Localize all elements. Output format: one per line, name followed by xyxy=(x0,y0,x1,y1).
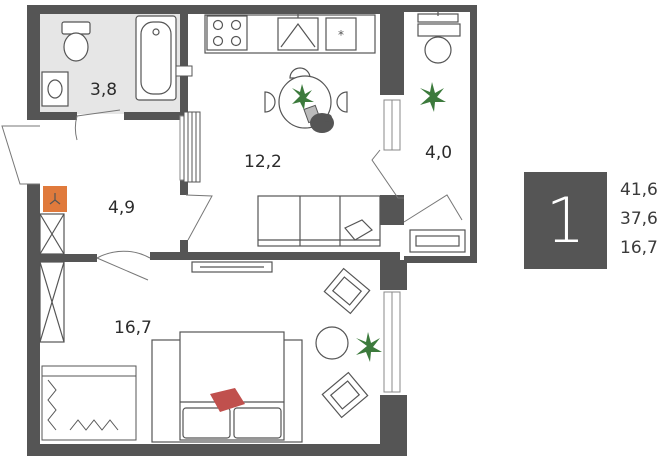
sofa-icon xyxy=(257,195,381,247)
tv-stand xyxy=(191,261,273,273)
radiator-icon xyxy=(183,111,201,183)
total-area: 41,6 xyxy=(620,180,658,200)
rooms-count-badge: 1 xyxy=(524,172,607,269)
sink-icon xyxy=(41,71,69,107)
room-area: 16,7 xyxy=(620,238,658,258)
living-area: 37,6 xyxy=(620,209,658,229)
toilet-icon xyxy=(61,21,91,62)
balcony-chair-icon xyxy=(417,10,461,64)
walls xyxy=(27,5,477,456)
hall-area: 4,9 xyxy=(108,198,135,218)
bathroom-area: 3,8 xyxy=(90,80,117,100)
svg-text:*: * xyxy=(338,28,344,42)
plant-icon xyxy=(356,332,382,362)
plant-icon xyxy=(292,84,314,110)
bed-icon xyxy=(151,331,303,443)
plant-icon xyxy=(420,82,446,112)
bedroom-area: 16,7 xyxy=(114,318,152,338)
boiler-icon xyxy=(43,186,67,212)
doors xyxy=(1,109,463,281)
pillow-icon xyxy=(210,388,245,412)
bathtub-icon xyxy=(135,15,177,101)
person-icon xyxy=(310,113,334,133)
kitchen-sink-icon xyxy=(277,14,319,51)
towel-rail xyxy=(175,65,193,77)
coffee-table-icon xyxy=(315,326,349,360)
fridge-icon: * xyxy=(325,17,357,51)
balcony-area: 4,0 xyxy=(425,143,452,163)
rooms-count: 1 xyxy=(545,184,586,257)
armchair-icon xyxy=(323,267,371,315)
stove-icon xyxy=(206,15,248,51)
area-summary: 41,6 37,6 16,7 xyxy=(620,176,665,263)
wardrobe-icon xyxy=(39,213,65,343)
kitchen-area: 12,2 xyxy=(244,152,282,172)
balcony-bench xyxy=(409,229,466,253)
wardrobe-icon xyxy=(41,365,137,441)
armchair-icon xyxy=(321,371,369,419)
